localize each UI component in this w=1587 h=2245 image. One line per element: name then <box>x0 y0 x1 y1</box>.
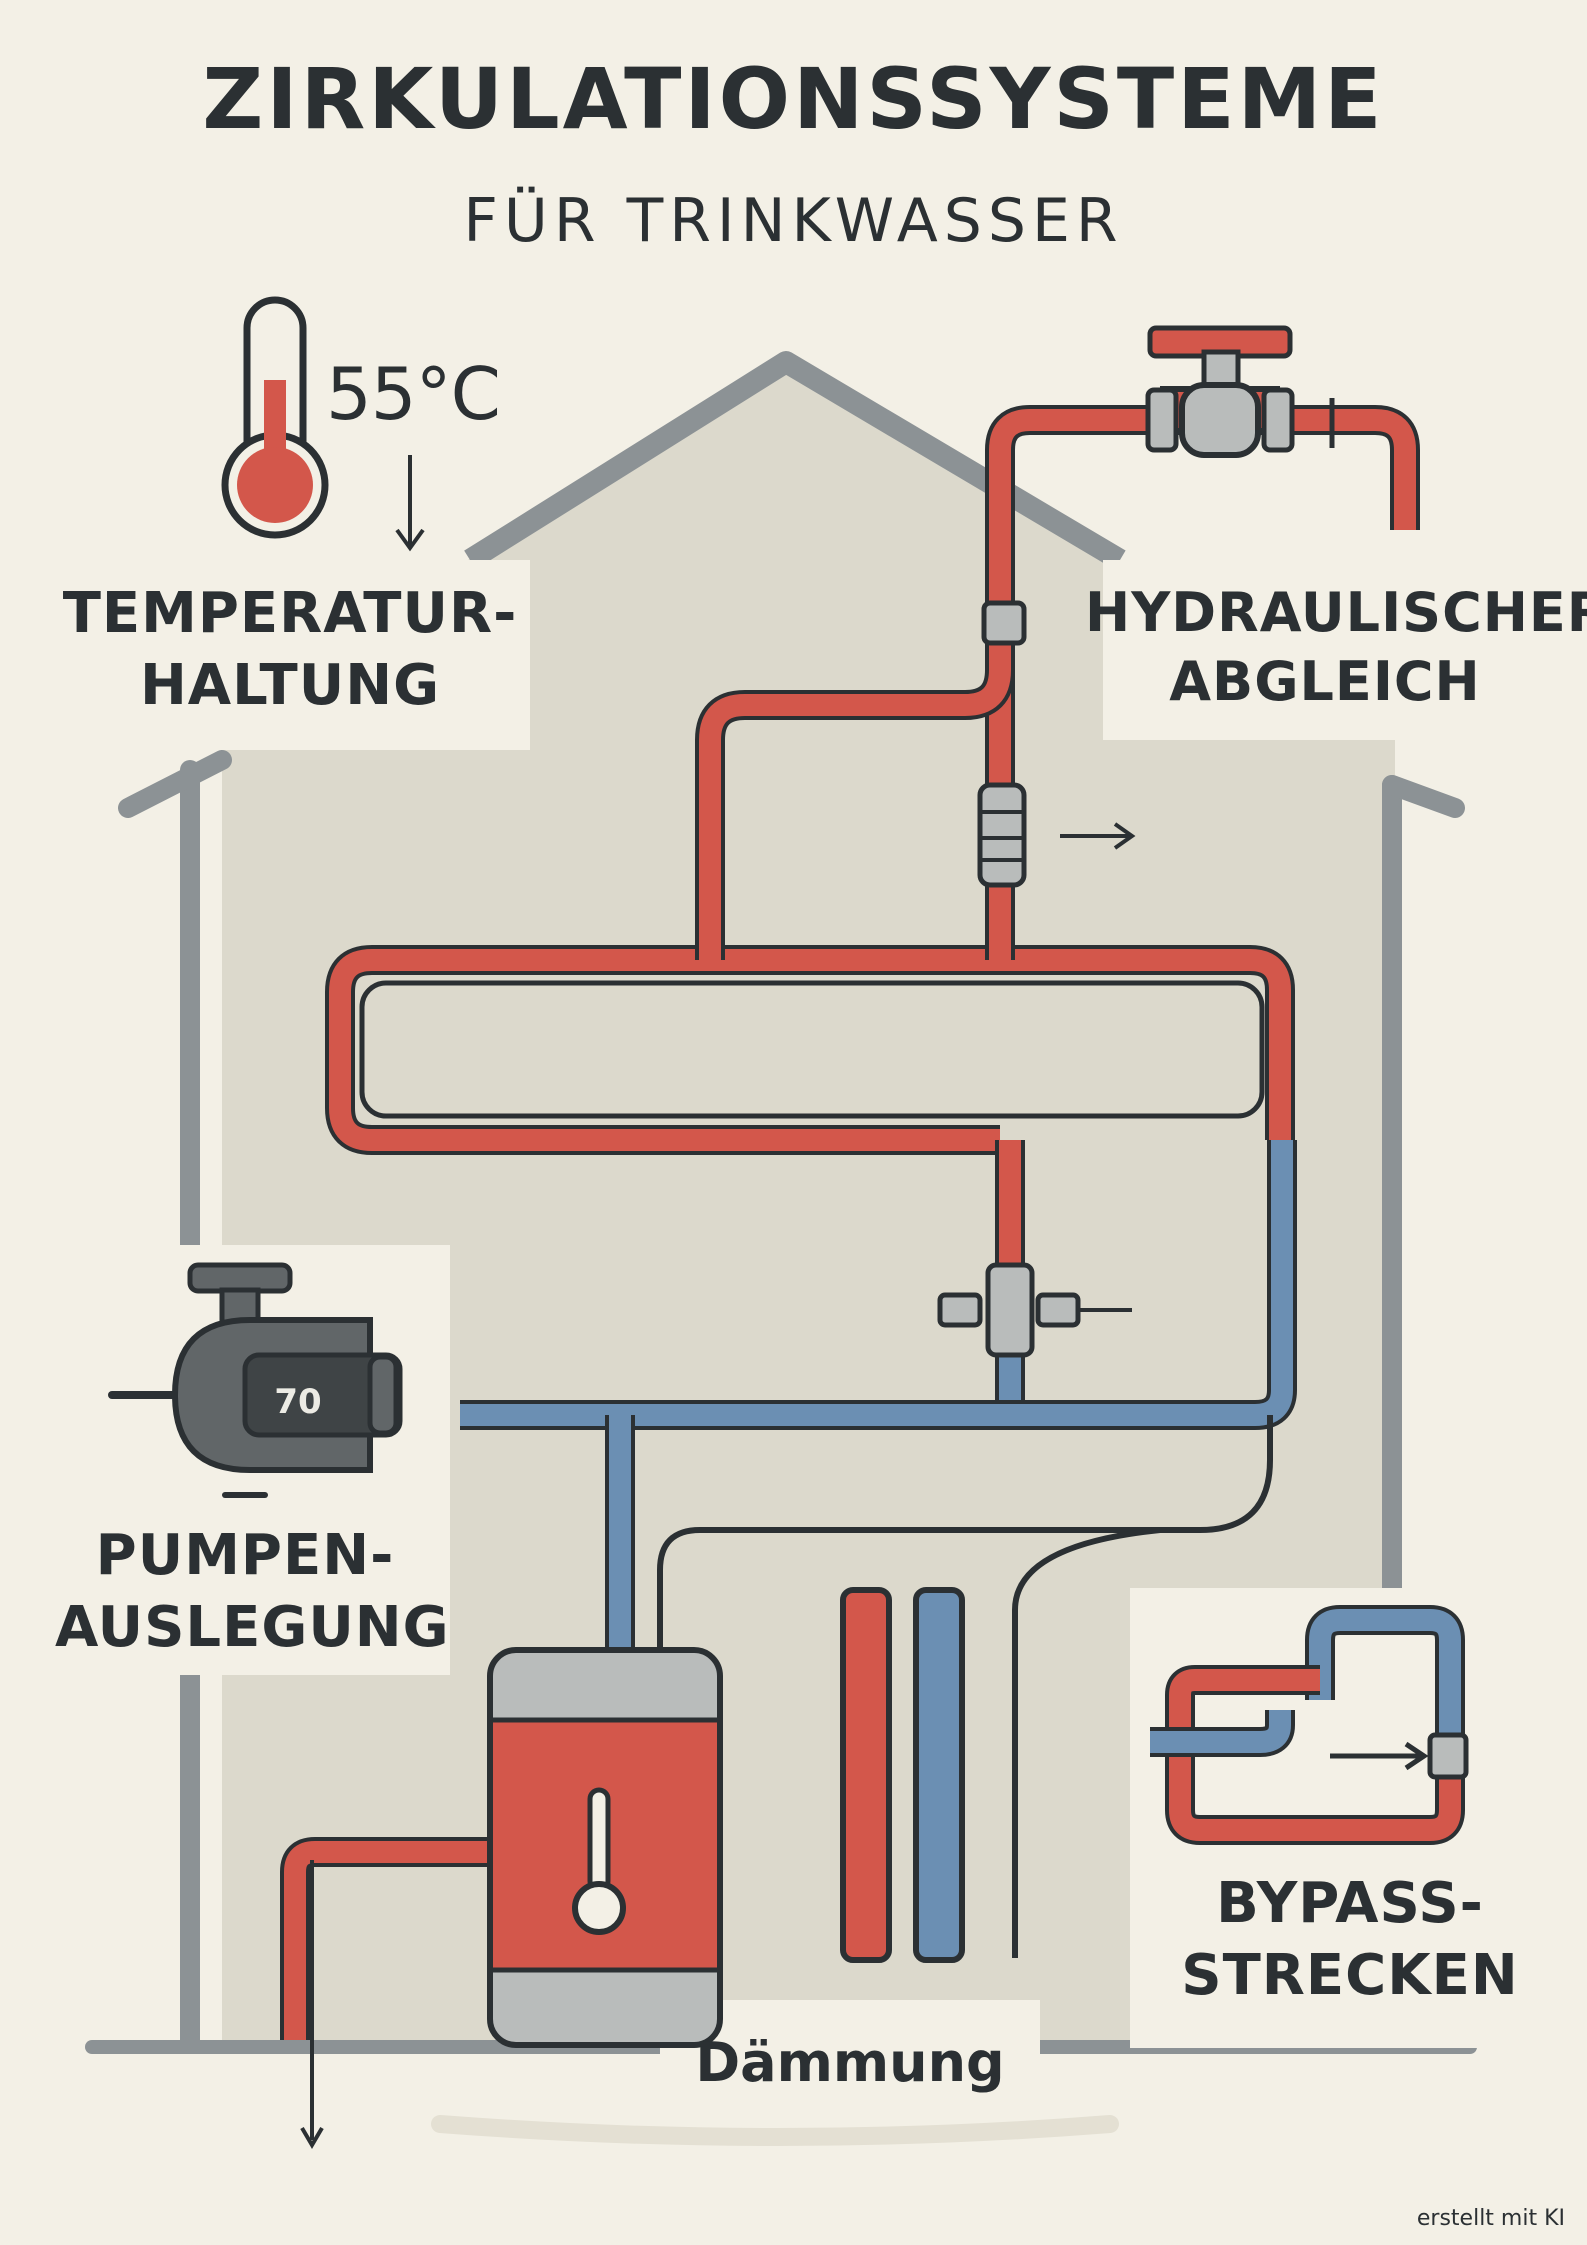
pump-label-line-1: PUMPEN- <box>95 1523 395 1588</box>
bypass-label-line-1: BYPASS- <box>1216 1871 1484 1936</box>
feed-pipe <box>280 1837 490 2149</box>
hydraulic-label-line-1: HYDRAULISCHER <box>1085 581 1587 644</box>
temperature-value: 55°C <box>326 352 501 436</box>
pump-label-line-2: AUSLEGUNG <box>55 1594 450 1660</box>
floor-shadow <box>431 2115 1119 2146</box>
insulation-label-box <box>660 2000 1040 2115</box>
circulation-pump-icon <box>108 1262 403 1498</box>
hydraulic-label-box <box>1103 560 1573 740</box>
page-title: ZIRKULATIONSSYSTEME <box>202 50 1385 148</box>
riser-couplings <box>977 600 1136 888</box>
cold-standpipe <box>913 1587 965 1963</box>
page-subtitle: FÜR TRINKWASSER <box>463 186 1124 256</box>
insulation-label: Dämmung <box>695 2031 1005 2094</box>
branch-valve <box>937 1262 1132 1358</box>
floor-ring-inner <box>359 980 1265 1119</box>
temperature-label: TEMPERATUR- HALTUNG <box>60 578 520 721</box>
temperature-label-line-2: HALTUNG <box>139 652 441 718</box>
thermometer-icon <box>221 296 425 552</box>
water-heater-tank <box>487 1647 723 2048</box>
hydraulic-label-line-2: ABGLEICH <box>1169 650 1481 714</box>
pump-label: PUMPEN- AUSLEGUNG <box>55 1520 450 1663</box>
bypass-loop-icon <box>1150 1605 1469 1845</box>
return-pipes <box>460 1140 1297 1958</box>
pump-display: 70 <box>274 1382 322 1422</box>
bypass-label: BYPASS- STRECKEN <box>1140 1868 1560 2011</box>
temperature-label-line-1: TEMPERATUR- <box>62 581 518 646</box>
temperature-label-box <box>30 560 530 750</box>
bypass-label-line-2: STRECKEN <box>1181 1942 1519 2008</box>
faucet-valve-icon <box>1145 325 1335 458</box>
hot-water-ring <box>325 945 1295 1155</box>
ai-credit: erstellt mit KI <box>1416 2206 1565 2231</box>
hydraulic-label: HYDRAULISCHER ABGLEICH <box>1085 578 1587 716</box>
hot-standpipe <box>840 1587 892 1963</box>
